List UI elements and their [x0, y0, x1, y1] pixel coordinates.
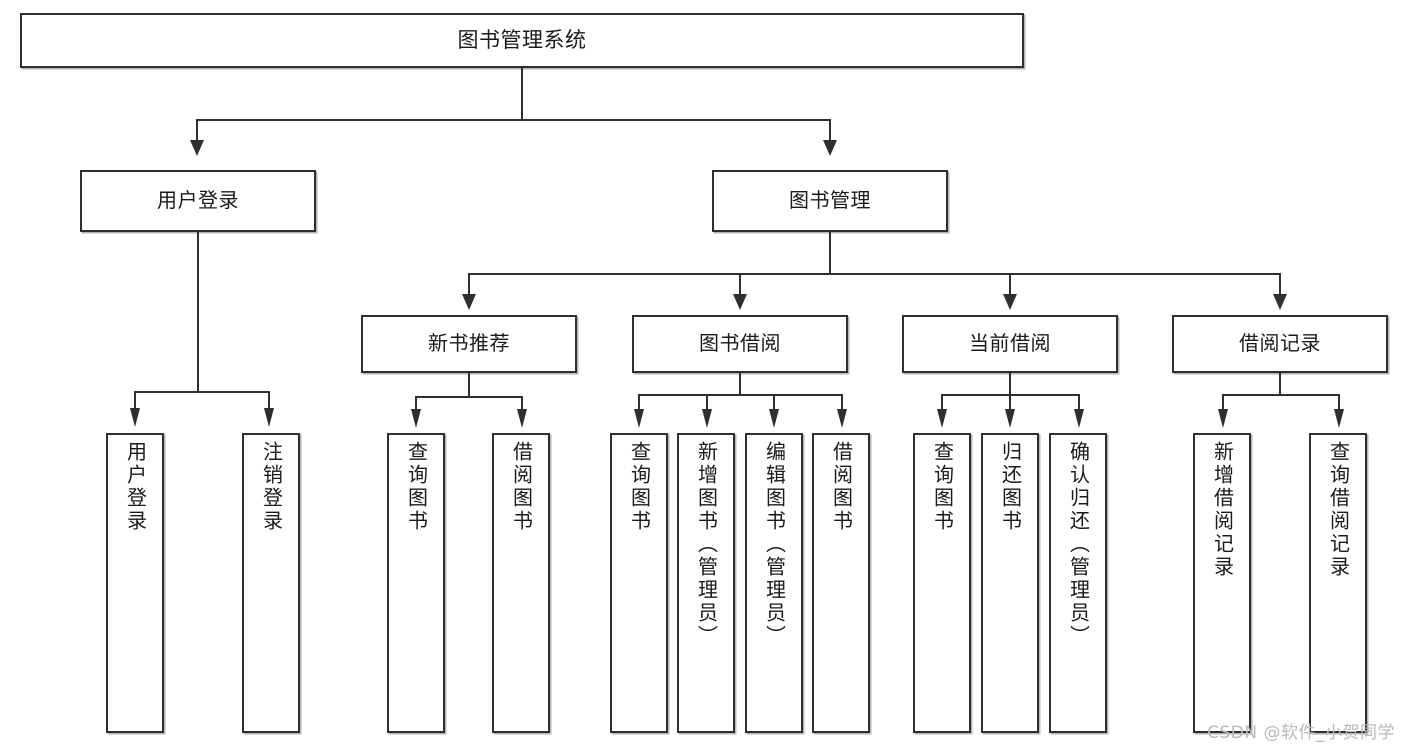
node-book-borrow[interactable]: 图书借阅 [632, 315, 848, 373]
arrowhead-current-borrow-leaf-3 [1074, 409, 1084, 428]
node-label: 注销登录 [259, 441, 284, 533]
arrowhead-bm-to-book-borrow [733, 294, 747, 310]
arrowhead-new-book-leaf-2 [517, 409, 527, 428]
connector-book-borrow-branch-1 [638, 394, 640, 410]
watermark-text: CSDN @软件_小贺同学 [1207, 723, 1395, 743]
node-label: 新增图书（管理员） [694, 441, 719, 648]
node-label: 用户登录 [157, 188, 239, 213]
connector-book-management-bar [468, 273, 1280, 275]
connector-bm-branch-1 [468, 273, 470, 297]
arrowhead-user-login-leaf-1 [130, 408, 140, 427]
leaf-current-borrow-query-book[interactable]: 查询图书 [913, 433, 971, 733]
node-label: 查询图书 [627, 441, 652, 533]
node-label: 用户登录 [123, 441, 148, 533]
connector-root-bar [196, 119, 831, 121]
leaf-new-book-borrow-book[interactable]: 借阅图书 [492, 433, 550, 733]
connector-new-book-branch-2 [521, 396, 523, 410]
arrowhead-book-borrow-leaf-2 [702, 409, 712, 428]
leaf-book-borrow-edit-book-admin[interactable]: 编辑图书（管理员） [745, 433, 803, 733]
node-new-book-recommend[interactable]: 新书推荐 [361, 315, 577, 373]
connector-current-borrow-branch-1 [941, 394, 943, 410]
connector-user-login-bar [134, 391, 268, 393]
node-label: 查询借阅记录 [1326, 441, 1351, 579]
arrowhead-book-borrow-leaf-1 [634, 409, 644, 428]
node-label: 借阅记录 [1239, 331, 1321, 356]
arrowhead-bm-to-new-book-recommend [462, 294, 476, 310]
arrowhead-new-book-leaf-1 [411, 409, 421, 428]
connector-user-login-branch-1 [134, 391, 136, 409]
arrowhead-bm-to-borrow-record [1273, 294, 1287, 310]
connector-book-borrow-stem [739, 373, 741, 395]
node-label: 编辑图书（管理员） [762, 441, 787, 648]
arrowhead-current-borrow-leaf-1 [937, 409, 947, 428]
connector-borrow-record-branch-1 [1222, 394, 1224, 410]
node-label: 确认归还（管理员） [1066, 441, 1091, 648]
leaf-current-borrow-confirm-return-admin[interactable]: 确认归还（管理员） [1049, 433, 1107, 733]
arrowhead-root-to-user-login [190, 140, 204, 156]
connector-book-borrow-branch-2 [706, 394, 708, 410]
leaf-current-borrow-return-book[interactable]: 归还图书 [981, 433, 1039, 733]
arrowhead-bm-to-current-borrow [1003, 294, 1017, 310]
node-label: 图书管理系统 [457, 28, 587, 53]
node-label: 借阅图书 [509, 441, 534, 533]
connector-current-borrow-stem [1009, 373, 1011, 395]
leaf-user-login-logout[interactable]: 注销登录 [242, 433, 300, 733]
connector-borrow-record-branch-2 [1338, 394, 1340, 410]
node-current-borrow[interactable]: 当前借阅 [902, 315, 1118, 373]
connector-current-borrow-branch-2 [1009, 394, 1011, 410]
arrowhead-user-login-leaf-2 [264, 408, 274, 427]
arrowhead-borrow-record-leaf-1 [1218, 409, 1228, 428]
node-book-management[interactable]: 图书管理 [712, 170, 948, 232]
arrowhead-current-borrow-leaf-2 [1005, 409, 1015, 428]
connector-root-stem [521, 68, 523, 120]
connector-bm-branch-2 [739, 273, 741, 297]
connector-bm-branch-4 [1279, 273, 1281, 297]
connector-book-management-stem [829, 232, 831, 274]
connector-borrow-record-stem [1279, 373, 1281, 395]
connector-current-borrow-branch-3 [1078, 394, 1080, 410]
connector-user-login-branch-2 [268, 391, 270, 409]
node-user-login[interactable]: 用户登录 [80, 170, 316, 232]
connector-root-to-user-login [196, 119, 198, 143]
connector-bm-branch-3 [1009, 273, 1011, 297]
leaf-book-borrow-borrow-book[interactable]: 借阅图书 [812, 433, 870, 733]
connector-new-book-bar [415, 396, 521, 398]
node-label: 查询图书 [404, 441, 429, 533]
connector-book-borrow-bar [638, 394, 841, 396]
node-label: 借阅图书 [829, 441, 854, 533]
leaf-new-book-query-book[interactable]: 查询图书 [387, 433, 445, 733]
node-label: 查询图书 [930, 441, 955, 533]
connector-new-book-stem [468, 373, 470, 397]
connector-borrow-record-bar [1222, 394, 1338, 396]
node-label: 新书推荐 [428, 331, 510, 356]
node-label: 图书管理 [789, 188, 871, 213]
connector-user-login-stem [197, 232, 199, 392]
connector-new-book-branch-1 [415, 396, 417, 410]
arrowhead-book-borrow-leaf-3 [769, 409, 779, 428]
node-label: 归还图书 [998, 441, 1023, 533]
connector-book-borrow-branch-4 [841, 394, 843, 410]
node-label: 当前借阅 [969, 331, 1051, 356]
leaf-book-borrow-add-book-admin[interactable]: 新增图书（管理员） [677, 433, 735, 733]
arrowhead-borrow-record-leaf-2 [1334, 409, 1344, 428]
leaf-user-login-login[interactable]: 用户登录 [106, 433, 164, 733]
connector-book-borrow-branch-3 [773, 394, 775, 410]
node-label: 图书借阅 [699, 331, 781, 356]
arrowhead-root-to-book-management [823, 140, 837, 156]
leaf-borrow-record-query-record[interactable]: 查询借阅记录 [1309, 433, 1367, 733]
node-borrow-record[interactable]: 借阅记录 [1172, 315, 1388, 373]
connector-root-to-book-management [829, 119, 831, 143]
arrowhead-book-borrow-leaf-4 [837, 409, 847, 428]
leaf-borrow-record-add-record[interactable]: 新增借阅记录 [1193, 433, 1251, 733]
node-root-book-management-system[interactable]: 图书管理系统 [20, 13, 1024, 68]
leaf-book-borrow-query-book[interactable]: 查询图书 [610, 433, 668, 733]
node-label: 新增借阅记录 [1210, 441, 1235, 579]
